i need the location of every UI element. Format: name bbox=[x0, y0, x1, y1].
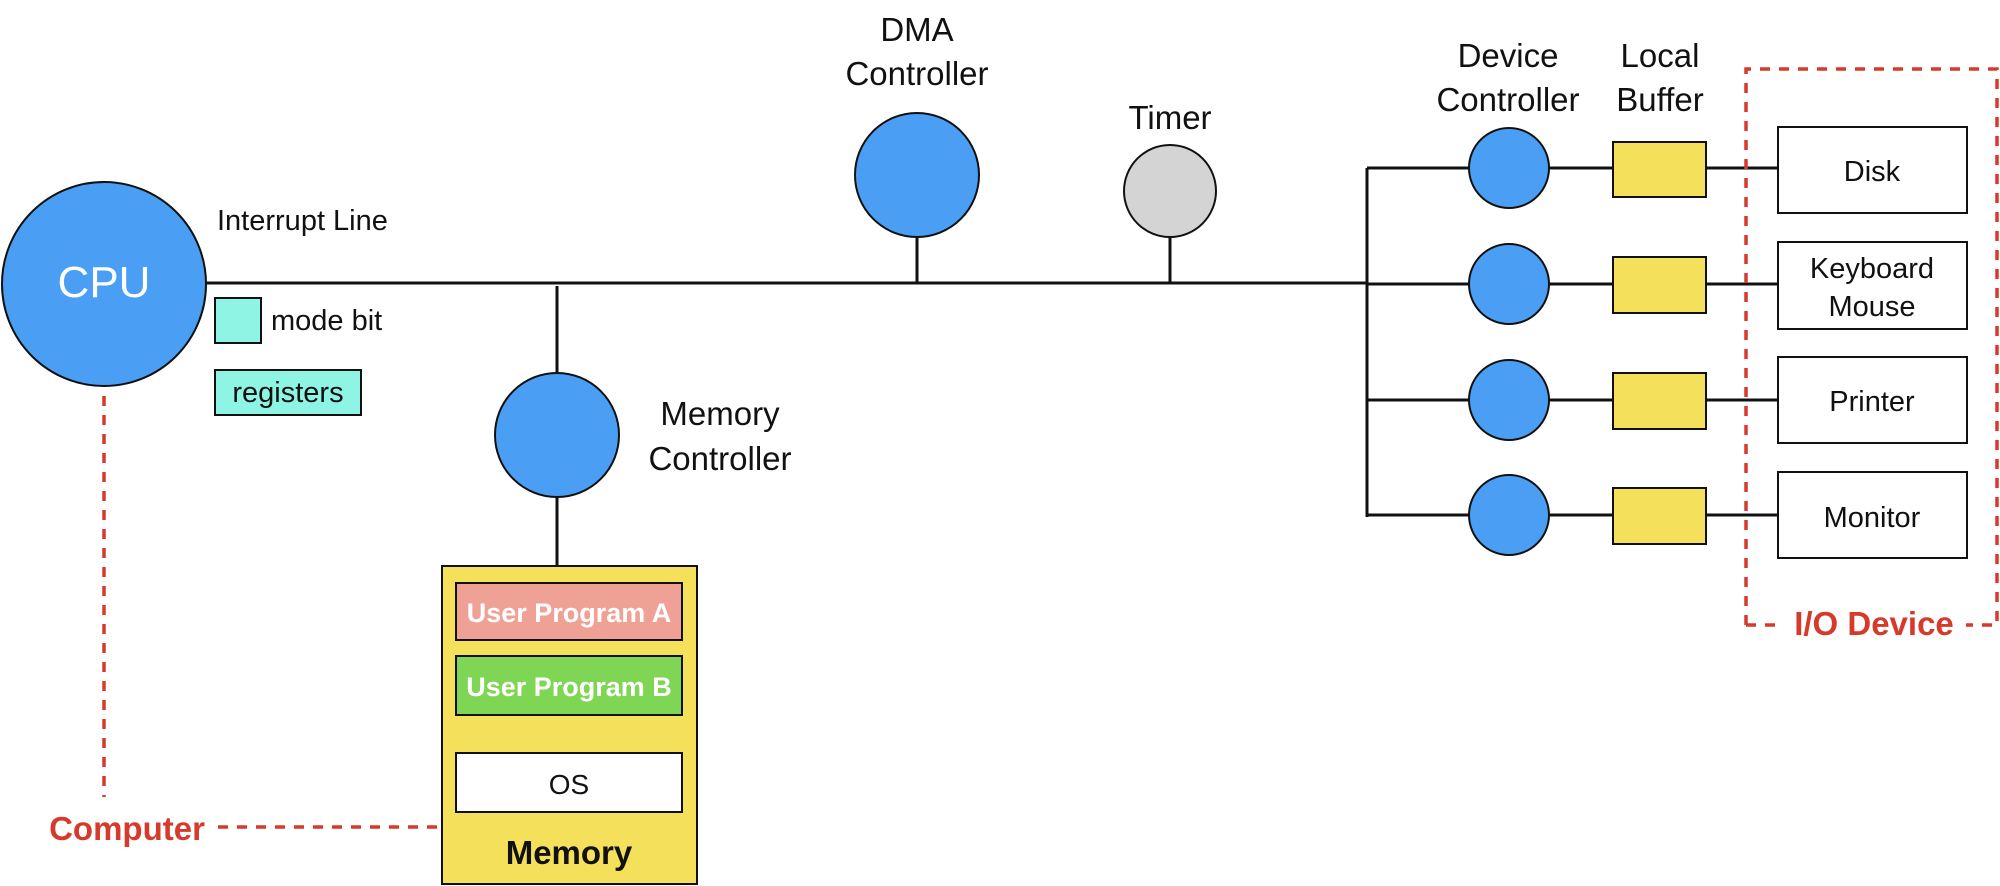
cpu-label: CPU bbox=[58, 258, 151, 307]
device-controller-monitor[interactable] bbox=[1468, 474, 1550, 556]
computer-group-border bbox=[102, 396, 440, 829]
local-buffer-label-line2: Buffer bbox=[1616, 81, 1703, 118]
device-controller-keyboard[interactable] bbox=[1468, 243, 1550, 325]
dma-controller-node[interactable] bbox=[854, 112, 980, 238]
registers-label: registers bbox=[232, 377, 343, 409]
user-program-a-box[interactable] bbox=[455, 582, 683, 641]
device-controller-label-line2: Controller bbox=[1436, 81, 1579, 118]
device-controller-label-line1: Device bbox=[1458, 37, 1559, 74]
memory-label: Memory bbox=[506, 834, 633, 871]
device-disk[interactable] bbox=[1777, 126, 1968, 214]
memory-controller-label-line1: Memory bbox=[660, 395, 780, 432]
local-buffer-printer[interactable] bbox=[1612, 372, 1707, 430]
cpu-node[interactable] bbox=[1, 181, 207, 387]
user-program-a-label: User Program A bbox=[467, 598, 672, 628]
registers-box bbox=[214, 369, 362, 416]
io-device-group-border bbox=[1744, 67, 1999, 627]
io-device-group-label: I/O Device bbox=[1794, 605, 1954, 642]
device-printer[interactable] bbox=[1777, 356, 1968, 444]
os-label: OS bbox=[549, 769, 589, 800]
timer-node[interactable] bbox=[1123, 144, 1217, 238]
device-monitor-label: Monitor bbox=[1824, 502, 1921, 534]
mode-bit-label: mode bit bbox=[271, 305, 382, 337]
computer-group-label: Computer bbox=[49, 810, 205, 847]
device-controller-disk[interactable] bbox=[1468, 127, 1550, 209]
local-buffer-disk[interactable] bbox=[1612, 141, 1707, 198]
dma-label-line1: DMA bbox=[880, 11, 953, 48]
interrupt-line-label: Interrupt Line bbox=[217, 205, 388, 237]
device-keyboard-mouse[interactable] bbox=[1777, 241, 1968, 330]
device-controller-printer[interactable] bbox=[1468, 359, 1550, 441]
user-program-b-box[interactable] bbox=[455, 655, 683, 716]
local-buffer-monitor[interactable] bbox=[1612, 487, 1707, 545]
os-box[interactable] bbox=[455, 752, 683, 813]
user-program-b-label: User Program B bbox=[466, 672, 672, 702]
device-disk-label: Disk bbox=[1844, 156, 1901, 188]
device-mouse-label: Mouse bbox=[1828, 291, 1915, 323]
device-keyboard-label: Keyboard bbox=[1810, 253, 1934, 285]
local-buffer-keyboard[interactable] bbox=[1612, 256, 1707, 314]
memory-controller-label-line2: Controller bbox=[648, 440, 791, 477]
timer-label: Timer bbox=[1128, 99, 1211, 136]
device-monitor[interactable] bbox=[1777, 471, 1968, 559]
device-printer-label: Printer bbox=[1829, 386, 1915, 418]
local-buffer-label-line1: Local bbox=[1621, 37, 1700, 74]
mode-bit-box bbox=[214, 297, 262, 344]
memory-controller-node[interactable] bbox=[494, 372, 620, 498]
dma-label-line2: Controller bbox=[845, 55, 988, 92]
